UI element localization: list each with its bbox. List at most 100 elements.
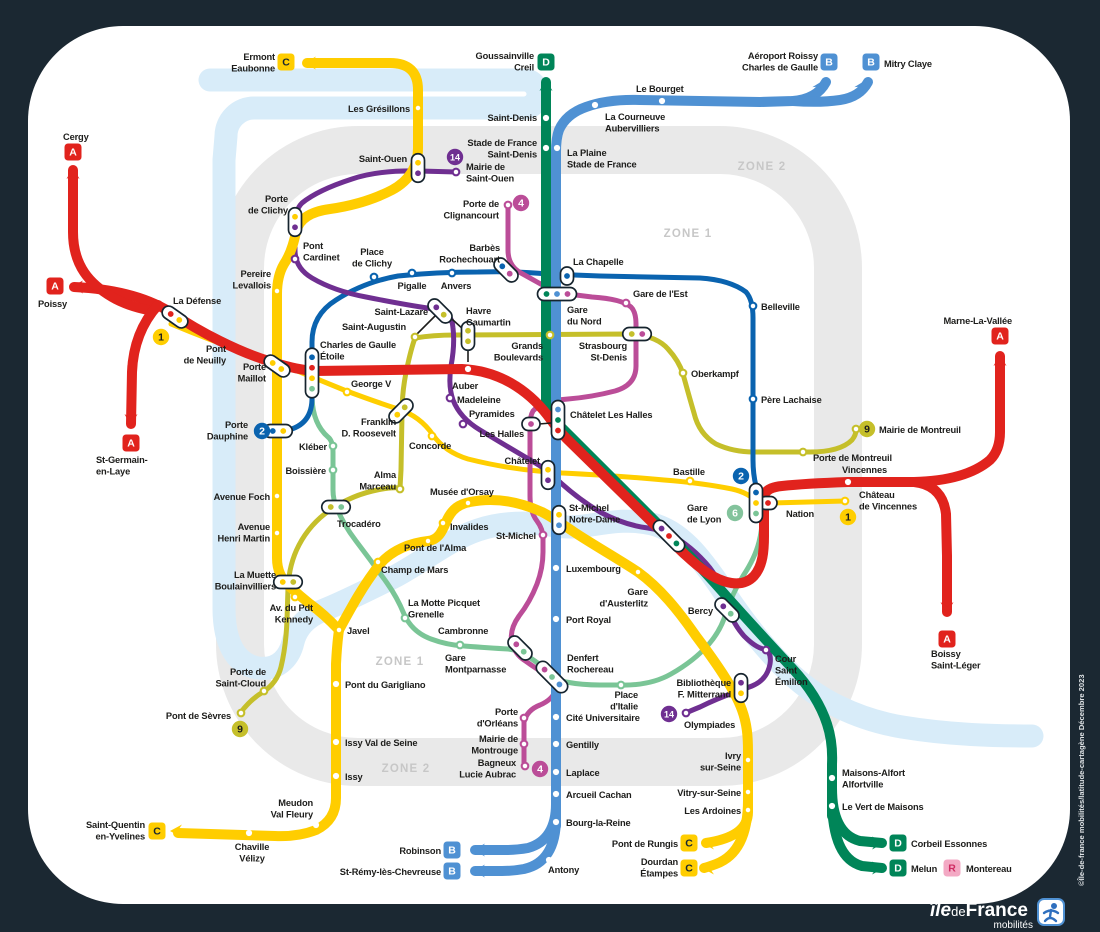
terminus-arrow-c	[304, 56, 316, 70]
lozenge-dot-m1	[309, 375, 315, 382]
station-label-chatelet-les-halles: Châtelet Les Halles	[570, 410, 652, 420]
station-label-chatelet: Châtelet	[505, 456, 541, 466]
rer-badge-r: R	[943, 859, 961, 877]
interchange-lozenge	[551, 504, 567, 536]
station-label-avenue-foch: Avenue Foch	[214, 492, 271, 502]
interchange-lozenge	[388, 398, 414, 424]
line-a-segment	[909, 477, 952, 617]
station-dot-javel	[334, 625, 344, 635]
station-dot-belleville	[748, 301, 758, 311]
station-label-les-gresillons: Les Grésillons	[348, 104, 410, 114]
terminus-arrow-a	[124, 414, 138, 426]
interchange-lozenge	[748, 482, 764, 524]
line-b	[470, 77, 873, 876]
rer-badge-b: B	[820, 53, 838, 71]
terminus-arrow-b	[812, 80, 824, 94]
badge-shape	[726, 504, 744, 522]
badge-text: 4	[518, 198, 524, 210]
badge-shape	[512, 194, 530, 212]
badge-text: 1	[845, 512, 851, 524]
station-dot-antony	[545, 856, 553, 864]
terminus-arrow-d	[539, 79, 553, 91]
station-label-port-royal: Port Royal	[566, 615, 611, 625]
badge-shape	[680, 834, 698, 852]
lozenge-shape	[507, 635, 533, 661]
badge-shape	[122, 434, 140, 452]
badge-text: 6	[732, 508, 738, 520]
station-dot-meudon-val-fleury	[312, 821, 320, 829]
station-dot-boissiere	[328, 465, 338, 475]
station-label-pyramides: Pyramides	[469, 409, 515, 419]
station-dot-issy	[332, 772, 340, 780]
metro-badge-1: 1	[839, 508, 857, 526]
badge-shape	[839, 508, 857, 526]
lozenge-shape	[551, 504, 567, 536]
badge-text: D	[894, 838, 902, 850]
station-dot-place-de-clichy	[369, 272, 379, 282]
lozenge-dot-c	[279, 579, 286, 585]
terminus-arrow-a	[993, 354, 1007, 366]
station-dot-avenue-foch	[272, 491, 282, 501]
station-dot-olympiades	[681, 708, 691, 718]
badge-shape	[446, 148, 464, 166]
station-dot-mairie-de-saint-ouen	[451, 167, 461, 177]
lozenge-dot-m4	[564, 291, 571, 297]
logo-subtext: mobilités	[994, 920, 1033, 931]
lozenge-dot-m6	[520, 648, 527, 655]
interchange-lozenge	[287, 206, 303, 238]
badge-shape	[443, 862, 461, 880]
station-dot-pere-lachaise	[748, 394, 758, 404]
station-label-montereau: Montereau	[966, 864, 1012, 874]
line-a-segment	[68, 165, 153, 315]
interchange-lozenge	[621, 326, 653, 342]
terminus-arrow-c	[702, 836, 714, 850]
badge-text: R	[948, 863, 956, 875]
lozenge-dot-m4	[513, 641, 520, 648]
badge-shape	[889, 834, 907, 852]
station-label-st-germain-en-laye: St-Germain-en-Laye	[96, 455, 148, 477]
station-dot-porte-de-clignancourt	[503, 200, 513, 210]
lozenge-dot-m4	[541, 666, 548, 673]
station-dot-pigalle	[407, 268, 417, 278]
lozenge-shape	[388, 398, 414, 424]
interchange-lozenge	[272, 574, 304, 590]
station-dot-pont-de-sevres	[236, 708, 246, 718]
terminus-arrow-c	[702, 861, 714, 875]
rer-badge-a: A	[991, 327, 1009, 345]
lozenge-dot-m9	[401, 404, 408, 411]
station-label-melun: Melun	[911, 864, 938, 874]
station-dot-cite-universitaire	[552, 713, 560, 721]
station-dot-avenue-henri-martin	[272, 528, 282, 538]
station-dot-porte-de-saint-cloud	[259, 686, 269, 696]
lozenge-dot-m6	[309, 385, 315, 392]
badge-shape	[253, 422, 271, 440]
terminus-arrow-b	[473, 864, 485, 878]
lozenge-dot-c	[415, 159, 421, 166]
badge-shape	[889, 859, 907, 877]
lozenge-dot-c	[280, 428, 287, 434]
station-label-gentilly: Gentilly	[566, 740, 600, 750]
station-label-vincennes: Vincennes	[842, 465, 887, 475]
station-dot-bagneux-lucie-aubrac	[520, 761, 530, 771]
line-c-segment	[173, 625, 344, 842]
interchange-lozenge	[493, 257, 519, 283]
metro-badge-9: 9	[231, 720, 249, 738]
station-dot-musee-dorsay	[463, 498, 473, 508]
badge-text: 9	[237, 724, 243, 736]
station-label-issy-val-de-seine: Issy Val de Seine	[345, 738, 417, 748]
lozenge-dot-m1	[176, 317, 183, 323]
station-label-george-v: George V	[351, 379, 392, 389]
lozenge-dot-a	[765, 500, 771, 506]
